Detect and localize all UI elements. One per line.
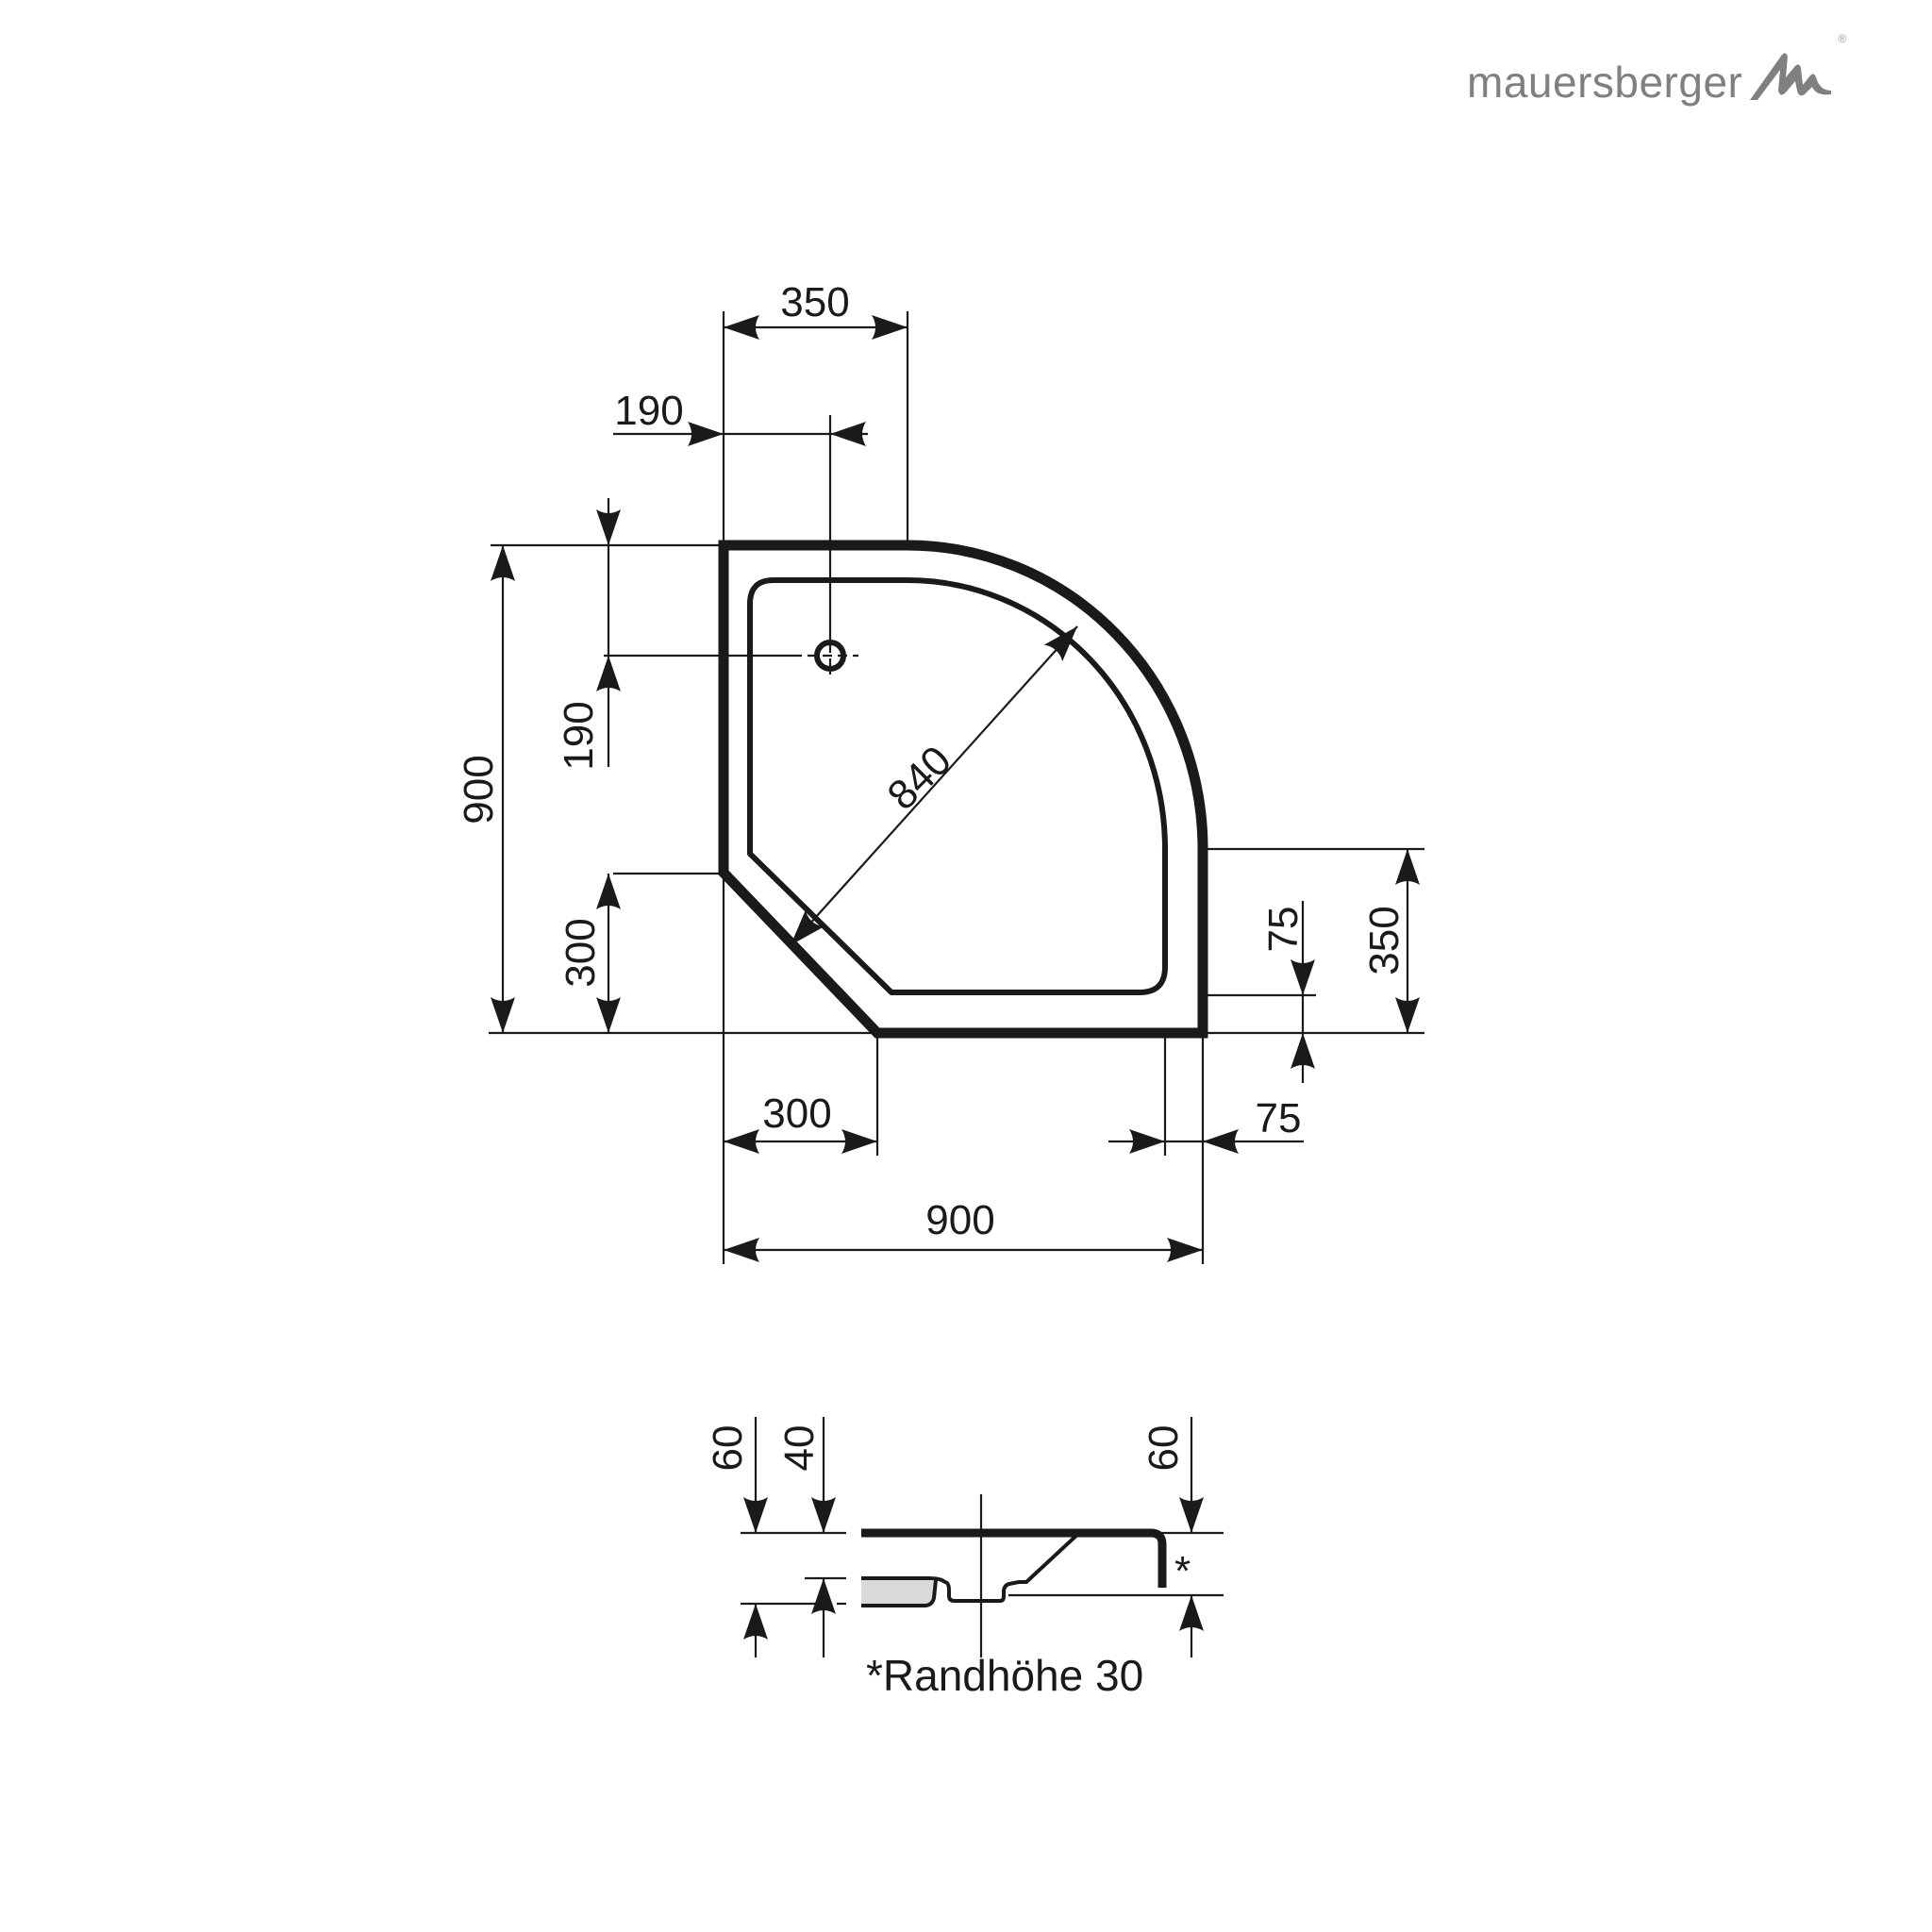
- section-view: 60 40 60 * *Randhöhe 30: [705, 1417, 1224, 1700]
- dim-width-900: 900: [925, 1197, 994, 1243]
- dim-diagonal-840: 840: [878, 737, 960, 819]
- section-dim-left-40: 40: [776, 1425, 823, 1472]
- registered-mark: ®: [1838, 32, 1847, 45]
- section-drain-fill: [861, 1578, 934, 1606]
- tray-inner-basin: [747, 577, 1168, 995]
- section-dim-right-60: 60: [1141, 1425, 1187, 1472]
- dim-drain-x-190: 190: [614, 388, 683, 434]
- tray-outer-outline: [718, 540, 1208, 1039]
- dim-top-350: 350: [780, 279, 849, 325]
- brand-logo: mauersberger ®: [1467, 32, 1846, 107]
- section-dim-left-60: 60: [705, 1425, 751, 1472]
- dim-drain-y-190: 190: [556, 701, 602, 770]
- mountain-m-logo-icon: [1750, 53, 1832, 100]
- dim-height-900: 900: [456, 755, 502, 824]
- rim-height-note: *Randhöhe 30: [866, 1651, 1143, 1700]
- plan-view: 350 190 190 900 300 300 900: [456, 279, 1424, 1264]
- dim-right-350: 350: [1361, 906, 1407, 974]
- section-top-rim: [861, 1528, 1167, 1588]
- rim-height-marker: *: [1174, 1548, 1191, 1594]
- dim-chamfer-height-300: 300: [558, 918, 604, 987]
- dim-chamfer-width-300: 300: [762, 1091, 831, 1137]
- dim-rim-bottom-75: 75: [1256, 1095, 1302, 1141]
- section-basin-profile: [861, 1531, 1081, 1603]
- brand-name: mauersberger: [1467, 58, 1743, 107]
- drain-icon: [792, 632, 858, 675]
- dim-rim-right-75: 75: [1260, 907, 1307, 953]
